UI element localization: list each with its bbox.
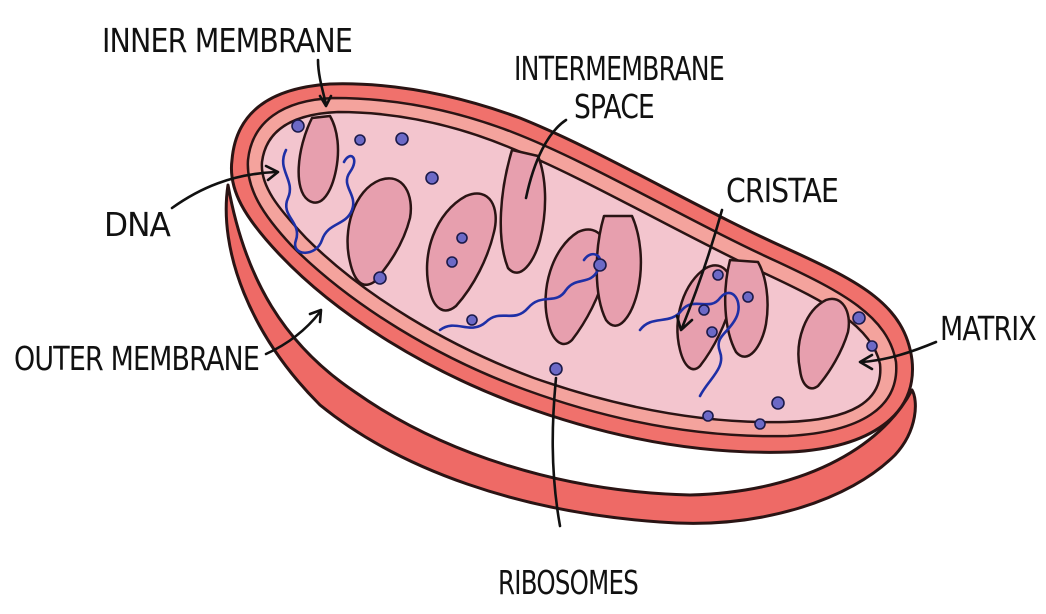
ribosome — [292, 120, 304, 132]
label-dna: DNA — [104, 205, 171, 244]
ribosome — [755, 419, 765, 429]
label-intermembrane-line1: INTERMEMBRANE — [514, 49, 724, 88]
ribosome — [707, 327, 717, 337]
ribosome — [457, 233, 467, 243]
ribosome — [713, 270, 723, 280]
ribosome — [396, 133, 408, 145]
ribosome — [703, 411, 713, 421]
ribosome — [355, 135, 365, 145]
label-intermembrane-line2: SPACE — [574, 87, 654, 126]
ribosome — [426, 172, 438, 184]
ribosome — [374, 272, 386, 284]
label-ribosomes: RIBOSOMES — [498, 563, 638, 602]
ribosome — [467, 315, 477, 325]
ribosome — [772, 397, 784, 409]
ribosome — [594, 259, 606, 271]
ribosome — [699, 305, 709, 315]
ribosome — [447, 257, 457, 267]
label-inner-membrane: INNER MEMBRANE — [102, 21, 352, 60]
label-outer-membrane: OUTER MEMBRANE — [14, 339, 259, 378]
ribosome — [853, 312, 865, 324]
ribosome — [743, 292, 753, 302]
label-matrix: MATRIX — [940, 309, 1036, 348]
label-cristae: CRISTAE — [726, 171, 838, 210]
ribosome — [867, 341, 877, 351]
ribosome — [550, 363, 562, 375]
